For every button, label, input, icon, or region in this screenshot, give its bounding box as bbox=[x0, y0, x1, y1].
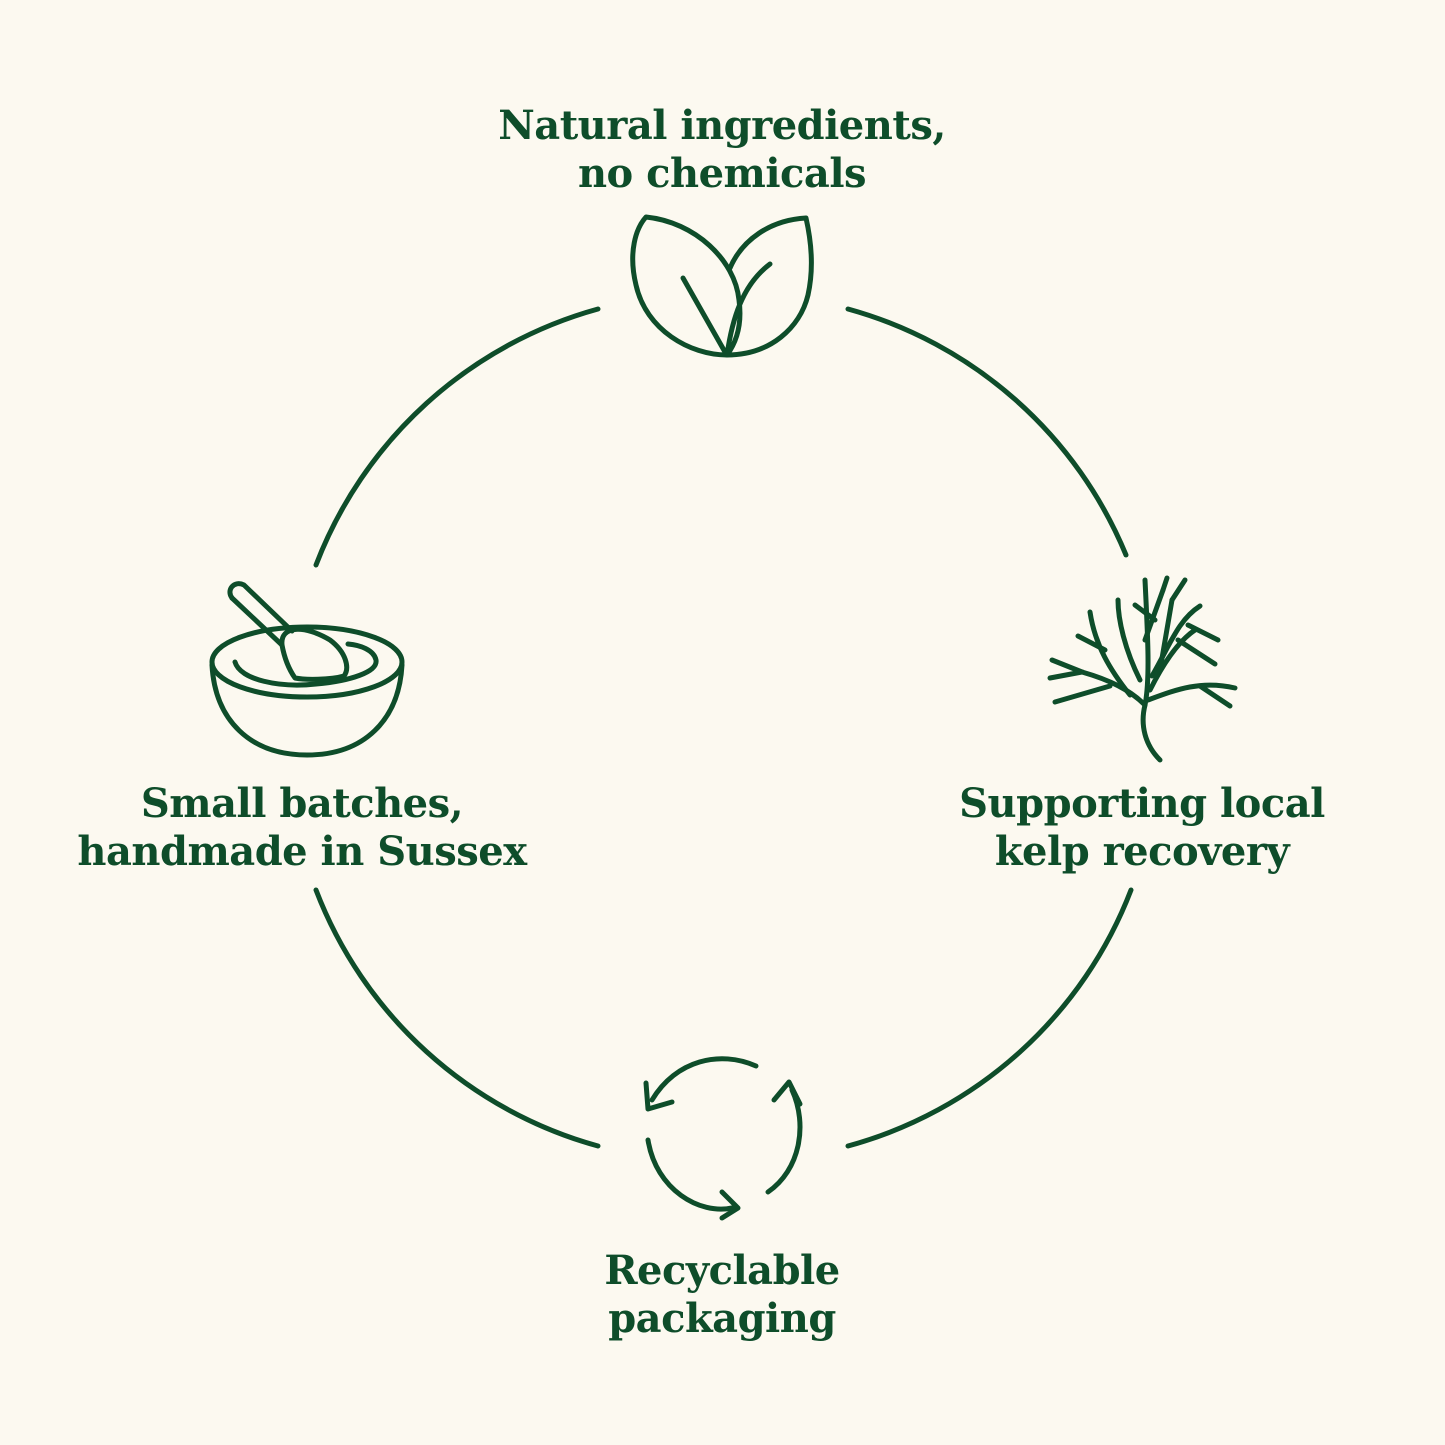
cycle-arc-bottom-right bbox=[845, 887, 1134, 1149]
leaves-icon bbox=[630, 214, 814, 358]
stage-label-bottom: Recyclable packaging bbox=[472, 1247, 972, 1343]
stage-label-top: Natural ingredients, no chemicals bbox=[422, 102, 1022, 198]
stage-label-top-line2: no chemicals bbox=[577, 150, 867, 197]
stage-label-bottom-line2: packaging bbox=[608, 1295, 836, 1342]
stage-label-right: Supporting local kelp recovery bbox=[892, 780, 1392, 876]
mortar-pestle-icon bbox=[209, 581, 405, 758]
stage-label-right-line1: Supporting local bbox=[959, 780, 1325, 827]
stage-label-right-line2: kelp recovery bbox=[994, 828, 1290, 875]
cycle-arc-bottom-left bbox=[313, 887, 601, 1149]
stage-label-bottom-line1: Recyclable bbox=[604, 1247, 840, 1294]
stage-label-top-line1: Natural ingredients, bbox=[498, 102, 946, 149]
stage-label-left-line1: Small batches, bbox=[140, 780, 464, 827]
cycle-arc-top-left bbox=[313, 306, 601, 568]
stage-label-left-line2: handmade in Sussex bbox=[77, 828, 527, 875]
kelp-icon bbox=[1047, 575, 1238, 763]
recycle-arrows-icon bbox=[643, 1056, 803, 1221]
cycle-arc-top-right bbox=[845, 306, 1129, 558]
stage-label-left: Small batches, handmade in Sussex bbox=[52, 780, 552, 876]
